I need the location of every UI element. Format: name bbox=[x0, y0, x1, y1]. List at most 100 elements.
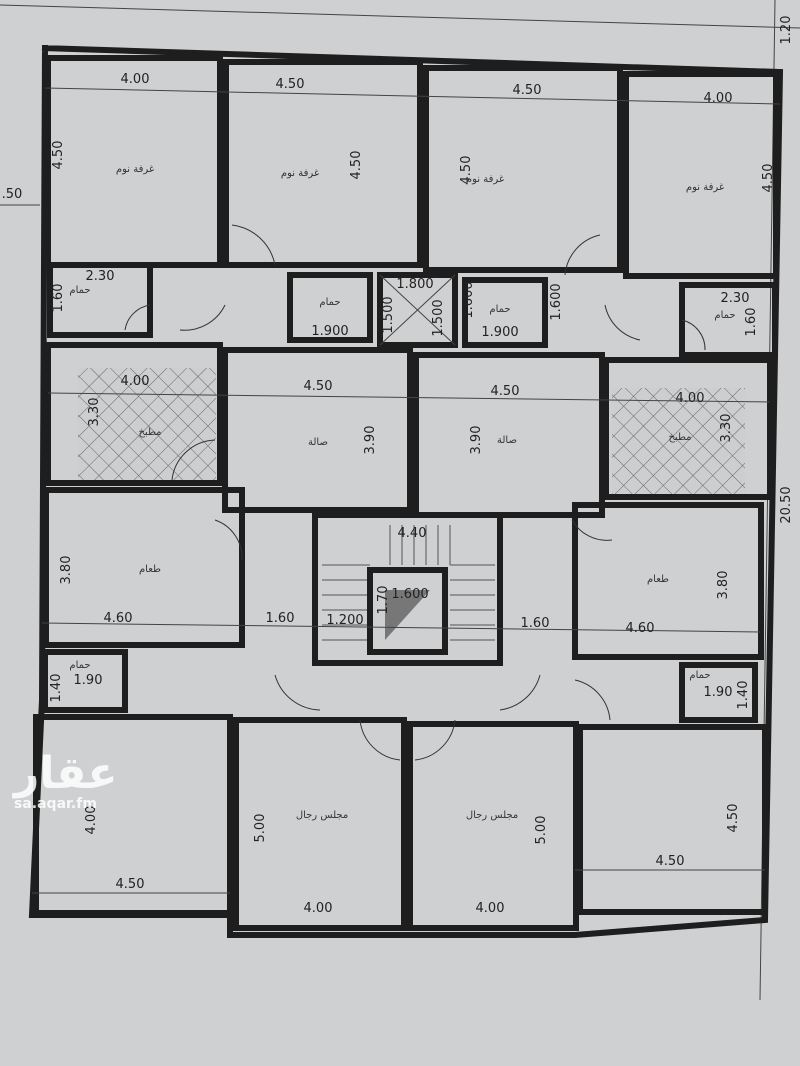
dimension-label: 1.60 bbox=[744, 308, 759, 337]
dimension-label: 4.60 bbox=[104, 611, 133, 626]
dimension-label: 3.30 bbox=[87, 398, 102, 427]
dimension-label: 4.00 bbox=[704, 91, 733, 106]
dimension-label: 4.40 bbox=[398, 526, 427, 541]
dimension-label: 3.90 bbox=[363, 426, 378, 455]
room-label-bedroom: غرفة نوم bbox=[686, 182, 724, 193]
dimension-label: .50 bbox=[2, 187, 23, 202]
room-label-bedroom: غرفة نوم bbox=[466, 174, 504, 185]
dimension-label: 4.50 bbox=[116, 877, 145, 892]
dimension-label: 5.00 bbox=[253, 814, 268, 843]
walls bbox=[28, 45, 784, 938]
room-label-kitchen: مطبخ bbox=[668, 432, 691, 443]
dimension-label: 1.60 bbox=[521, 616, 550, 631]
dimension-label: 2.30 bbox=[721, 291, 750, 306]
room-label-dining: طعام bbox=[139, 564, 161, 575]
mens-majlis-2 bbox=[407, 721, 579, 931]
room-label-dining: طعام bbox=[647, 574, 669, 585]
dimension-label: 1.500 bbox=[381, 296, 396, 333]
dimension-label: 1.40 bbox=[736, 681, 751, 710]
dining-2 bbox=[572, 502, 764, 660]
room-label-bathroom: حمام bbox=[69, 660, 90, 671]
room-labels: غرفة نوم غرفة نوم غرفة نوم غرفة نوم حمام… bbox=[69, 164, 735, 821]
dimension-label: 4.50 bbox=[51, 141, 66, 170]
dimension-label: 1.60 bbox=[51, 284, 66, 313]
room-label-bedroom: غرفة نوم bbox=[281, 168, 319, 179]
room-label-bedroom: غرفة نوم bbox=[116, 164, 154, 175]
elevator bbox=[367, 567, 448, 655]
dimension-label: 1.500 bbox=[431, 299, 446, 336]
dimension-label: 4.50 bbox=[656, 854, 685, 869]
dimension-label: 4.50 bbox=[761, 164, 776, 193]
dimension-label: 5.00 bbox=[534, 816, 549, 845]
bedroom-3 bbox=[423, 65, 623, 273]
hall-1 bbox=[222, 347, 413, 513]
dimension-label: 4.50 bbox=[459, 156, 474, 185]
room-label-bathroom: حمام bbox=[319, 297, 340, 308]
dimension-label: 4.50 bbox=[276, 77, 305, 92]
dimension-label: 1.200 bbox=[326, 613, 363, 628]
dimension-label: 4.00 bbox=[121, 374, 150, 389]
watermark-url: sa.aqar.fm bbox=[14, 796, 97, 812]
room-label-bathroom: حمام bbox=[489, 304, 510, 315]
dimension-label: 3.80 bbox=[716, 571, 731, 600]
dimension-label: 3.90 bbox=[469, 426, 484, 455]
kitchen-1 bbox=[45, 342, 223, 486]
hall-2 bbox=[413, 352, 605, 518]
dimension-label: 4.00 bbox=[84, 806, 99, 835]
dimension-label: 1.600 bbox=[391, 587, 428, 602]
dimension-label: 4.50 bbox=[304, 379, 333, 394]
bathroom-2 bbox=[287, 272, 373, 343]
dimension-label: 1.90 bbox=[74, 673, 103, 688]
room-bottom-right bbox=[577, 724, 768, 915]
dimension-label: 1.40 bbox=[49, 674, 64, 703]
bathroom-1 bbox=[47, 262, 153, 338]
room-label-hall: صالة bbox=[308, 437, 328, 448]
dimension-label: 2.30 bbox=[86, 269, 115, 284]
bathroom-5 bbox=[42, 649, 128, 713]
dimension-label: 1.70 bbox=[376, 586, 391, 615]
dimension-label: 4.00 bbox=[121, 72, 150, 87]
dimension-label: 1.60 bbox=[266, 611, 295, 626]
dimension-label: 4.00 bbox=[304, 901, 333, 916]
dimension-label: 4.00 bbox=[476, 901, 505, 916]
room-label-mens-majlis: مجلس رجال bbox=[466, 810, 518, 821]
dimension-label: 1.800 bbox=[396, 277, 433, 292]
dimension-label: 20.50 bbox=[779, 486, 794, 523]
dimension-label: 3.30 bbox=[719, 414, 734, 443]
bedroom-4 bbox=[623, 71, 779, 279]
bathroom-6 bbox=[679, 662, 758, 723]
dining-1 bbox=[43, 487, 245, 648]
dimension-label: 4.00 bbox=[676, 391, 705, 406]
bedroom-2 bbox=[223, 59, 423, 268]
stair-core bbox=[312, 512, 503, 666]
room-label-hall: صالة bbox=[497, 435, 517, 446]
doors bbox=[124, 224, 706, 761]
dimension-label: 1.20 bbox=[779, 16, 794, 45]
room-label-mens-majlis: مجلس رجال bbox=[296, 810, 348, 821]
dimension-label: 4.50 bbox=[491, 384, 520, 399]
dimension-label: 1.90 bbox=[704, 685, 733, 700]
dimension-lines bbox=[32, 87, 781, 894]
watermark-logo-text: عقار bbox=[14, 748, 118, 799]
bathroom-3 bbox=[462, 277, 548, 348]
dimension-label: 4.50 bbox=[513, 83, 542, 98]
room-label-bathroom: حمام bbox=[69, 285, 90, 296]
dimension-label: 1.900 bbox=[481, 325, 518, 340]
mens-majlis-1 bbox=[233, 717, 407, 931]
dimension-label: 3.80 bbox=[59, 556, 74, 585]
room-label-kitchen: مطبخ bbox=[138, 427, 161, 438]
dimension-label: 1.600 bbox=[461, 281, 476, 318]
watermark-logo: عقار sa.aqar.fm bbox=[14, 748, 118, 813]
kitchen-2 bbox=[603, 357, 773, 500]
dimension-label: 4.60 bbox=[626, 621, 655, 636]
room-label-bathroom: حمام bbox=[714, 310, 735, 321]
dimension-labels: 4.00 4.50 4.50 4.00 1.20 .50 4.50 4.50 4.50 4.50 2… bbox=[2, 16, 794, 916]
dimension-label: 1.900 bbox=[311, 324, 348, 339]
room-bottom-left bbox=[33, 714, 233, 916]
dimension-label: 1.600 bbox=[549, 283, 564, 320]
dimension-label: 4.50 bbox=[726, 804, 741, 833]
dimension-label: 4.50 bbox=[349, 151, 364, 180]
shaft bbox=[377, 272, 458, 348]
border-line bbox=[0, 4, 800, 29]
